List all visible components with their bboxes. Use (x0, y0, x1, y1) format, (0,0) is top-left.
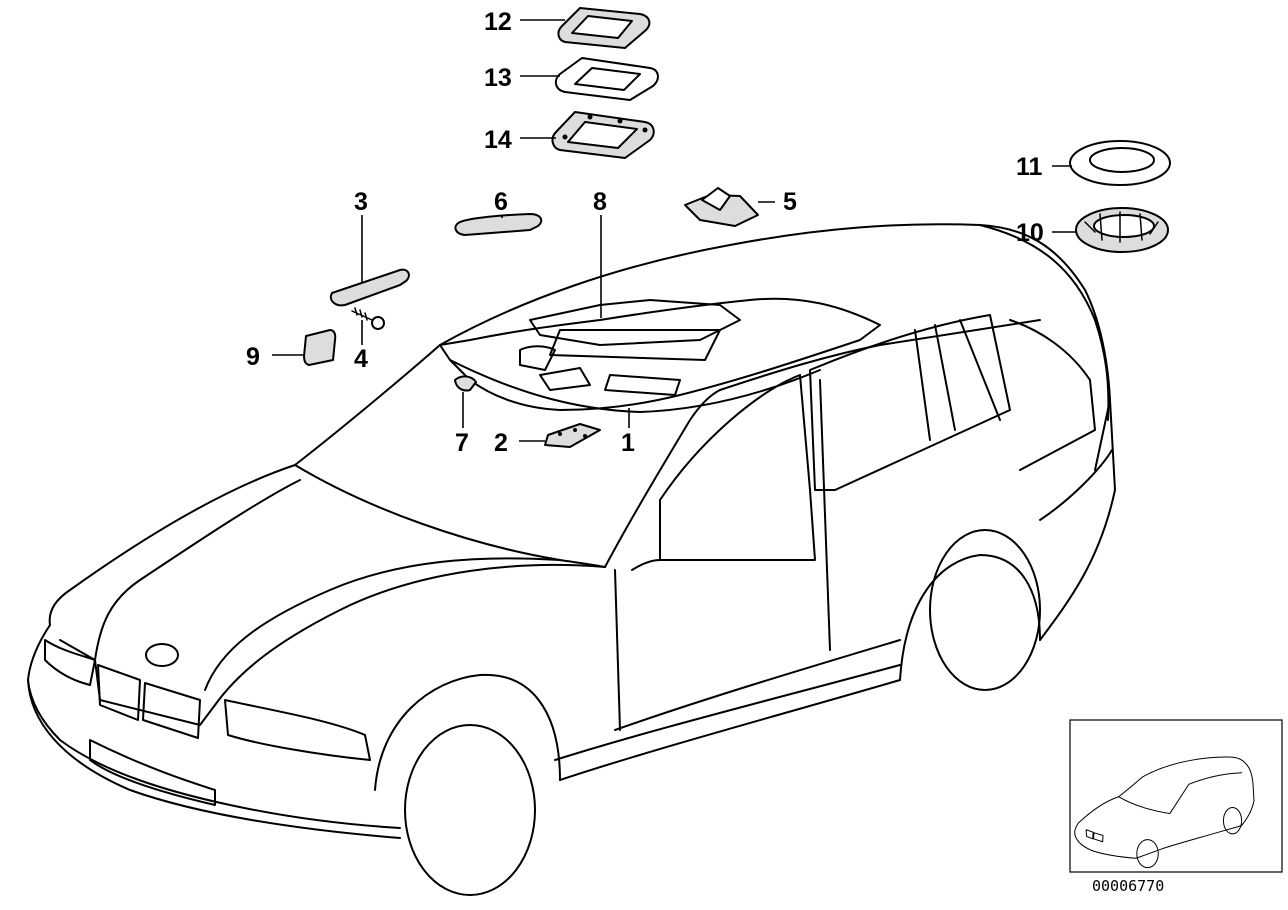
part-6-grab-handle (454, 213, 543, 236)
part-5-cover (684, 187, 759, 227)
callout-14: 14 (484, 126, 512, 154)
model-thumbnail-inset (1069, 719, 1283, 873)
callout-8: 8 (593, 188, 607, 216)
reference-number: 00006770 (1092, 877, 1164, 895)
callout-3: 3 (354, 188, 368, 216)
part-3-grab-handle (329, 268, 410, 307)
part-13-gasket (554, 57, 659, 101)
callout-13: 13 (484, 64, 512, 92)
part-12-trim-frame (557, 7, 651, 49)
part-14-mounting-frame (551, 111, 655, 159)
car-body-outline (27, 223, 1116, 896)
callout-4: 4 (354, 345, 368, 373)
callout-7: 7 (455, 429, 469, 457)
part-4-screw (351, 307, 385, 330)
callout-11: 11 (1016, 153, 1043, 181)
callout-6: 6 (494, 188, 508, 216)
callout-1: 1 (621, 429, 635, 457)
leader-lines (272, 19, 1076, 442)
callout-9: 9 (246, 343, 260, 371)
headliner-assembly (439, 297, 881, 413)
part-2-bracket (544, 423, 601, 448)
part-11-ring (1069, 140, 1171, 186)
callout-10: 10 (1016, 219, 1044, 247)
part-10-speaker-cover (1075, 207, 1169, 253)
callout-labels: 12 13 14 3 6 8 5 11 10 9 4 7 2 1 (246, 8, 1044, 457)
part-9-cap (303, 329, 337, 366)
callout-12: 12 (484, 8, 512, 36)
part-7-clip (454, 375, 477, 392)
callout-2: 2 (494, 429, 508, 457)
callout-5: 5 (783, 188, 797, 216)
